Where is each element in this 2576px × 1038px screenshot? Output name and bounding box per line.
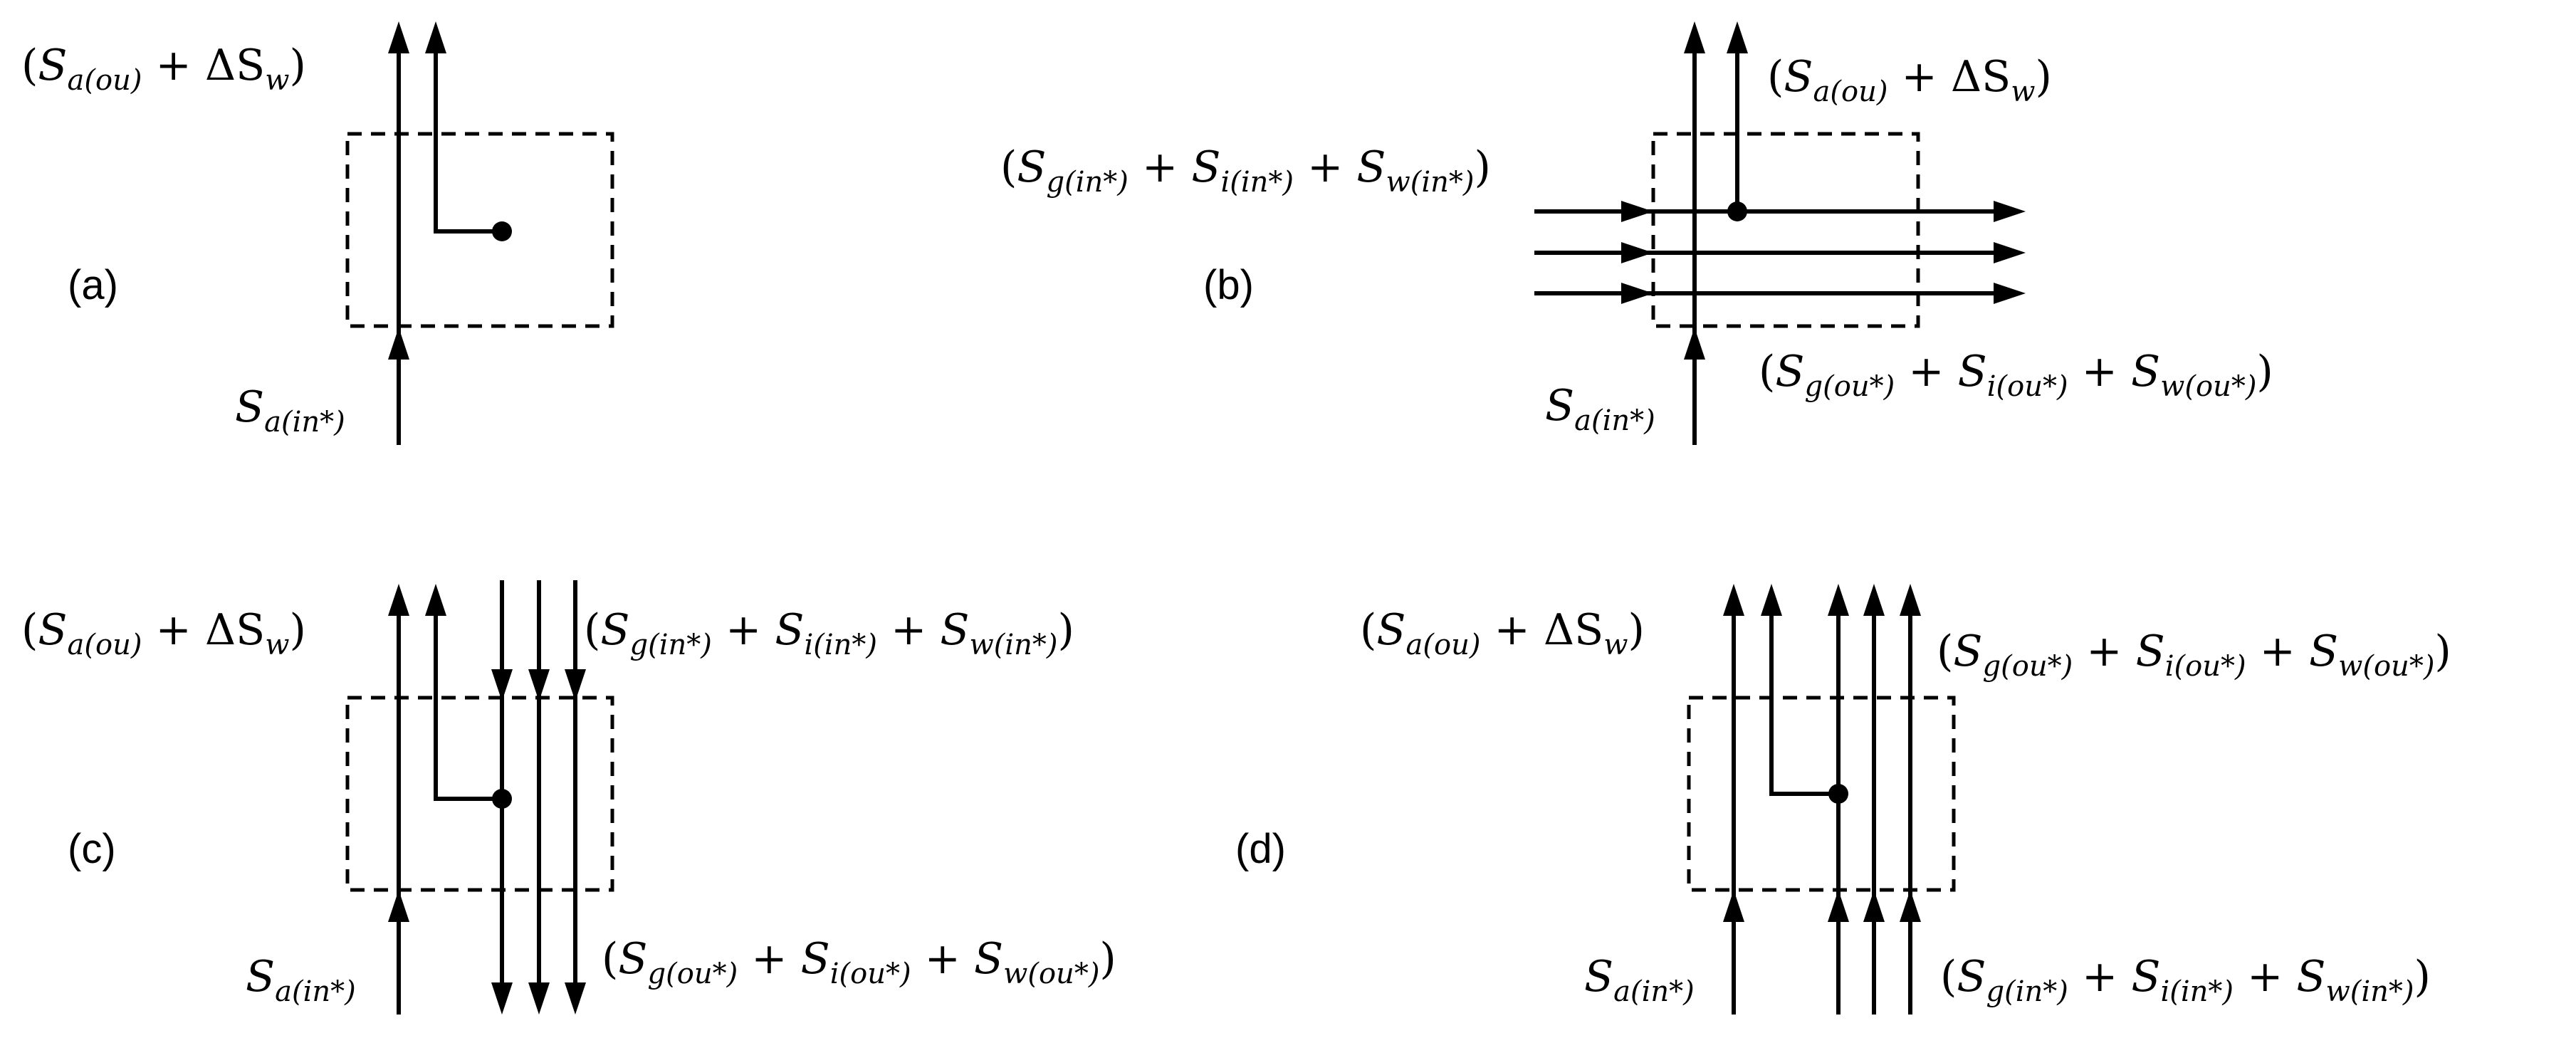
sum-in-label: (Sg(in*) + Si(in*) + Sw(in*)) <box>584 605 1074 661</box>
air-out-label: (Sa(ou) + ΔSw) <box>21 41 306 97</box>
arrow-head-right <box>1621 242 1653 263</box>
panel-label-c: (c) <box>68 826 116 872</box>
arrow-head-down <box>528 982 550 1015</box>
arrow-head-up <box>1900 584 1921 616</box>
air-out-label: (Sa(ou) + ΔSw) <box>1360 605 1645 661</box>
control-volume-box <box>345 696 614 892</box>
arrow-head-right <box>1621 201 1653 222</box>
arrow-head-down <box>565 669 586 701</box>
source-dot <box>492 221 512 241</box>
arrow-head-up <box>1684 327 1705 360</box>
arrow-head-up <box>388 327 409 360</box>
arrow-head-down <box>565 982 586 1015</box>
arrow-head-up <box>388 584 409 616</box>
air-out-label: (Sa(ou) + ΔSw) <box>21 605 306 661</box>
control-volume-box <box>1651 132 1920 328</box>
arrow-head-up <box>1828 584 1849 616</box>
vapor-flow-line <box>1769 591 1838 796</box>
panel-c: (c) (Sa(ou) + ΔSw) (Sg(in*) + Si(in*) + … <box>21 580 1116 1015</box>
arrow-head-up <box>1863 584 1885 616</box>
air-in-label: Sa(in*) <box>235 382 345 439</box>
arrow-head-up <box>1863 890 1885 922</box>
vapor-flow-line <box>434 28 502 234</box>
panel-b: (b) (Sa(ou) + ΔSw) (Sg(in*) + Si(in*) + … <box>1000 21 2273 445</box>
arrow-head-down <box>491 669 513 701</box>
arrow-head-up <box>1727 21 1748 53</box>
air-in-label: Sa(in*) <box>1545 381 1655 437</box>
panel-d: (d) (Sa(ou) + ΔSw) (Sg(ou*) + Si(ou*) + … <box>1235 584 2451 1015</box>
panel-label-d: (d) <box>1235 826 1286 872</box>
air-out-label: (Sa(ou) + ΔSw) <box>1767 52 2052 108</box>
vapor-flow-line <box>434 591 502 801</box>
arrow-head-down <box>491 982 513 1015</box>
arrow-head-right <box>1994 283 2026 304</box>
air-in-label: Sa(in*) <box>1584 952 1695 1008</box>
sum-in-label: (Sg(in*) + Si(in*) + Sw(in*)) <box>1000 142 1491 199</box>
arrow-head-up <box>425 21 446 53</box>
panel-label-b: (b) <box>1203 262 1254 308</box>
arrow-head-up <box>388 21 409 53</box>
control-volume-box <box>345 132 614 328</box>
sum-in-label: (Sg(in*) + Si(in*) + Sw(in*)) <box>1940 952 2431 1008</box>
arrow-head-up <box>1761 584 1782 616</box>
arrow-head-right <box>1994 242 2026 263</box>
arrow-head-down <box>528 669 550 701</box>
arrow-head-up <box>1828 890 1849 922</box>
sum-out-label: (Sg(ou*) + Si(ou*) + Sw(ou*)) <box>1937 627 2451 683</box>
arrow-head-up <box>388 890 409 922</box>
arrow-head-up <box>425 584 446 616</box>
sum-out-label: (Sg(ou*) + Si(ou*) + Sw(ou*)) <box>1759 347 2273 403</box>
panel-label-a: (a) <box>68 262 118 308</box>
arrow-head-up <box>1684 21 1705 53</box>
panel-a: (a) (Sa(ou) + ΔSw) Sa(in*) <box>21 21 614 445</box>
control-volume-box <box>1687 696 1956 892</box>
arrow-head-right <box>1621 283 1653 304</box>
arrow-head-up <box>1723 584 1744 616</box>
air-in-label: Sa(in*) <box>246 952 356 1008</box>
sum-out-label: (Sg(ou*) + Si(ou*) + Sw(ou*)) <box>602 934 1116 990</box>
arrow-head-up <box>1723 890 1744 922</box>
arrow-head-up <box>1900 890 1921 922</box>
arrow-head-right <box>1994 201 2026 222</box>
